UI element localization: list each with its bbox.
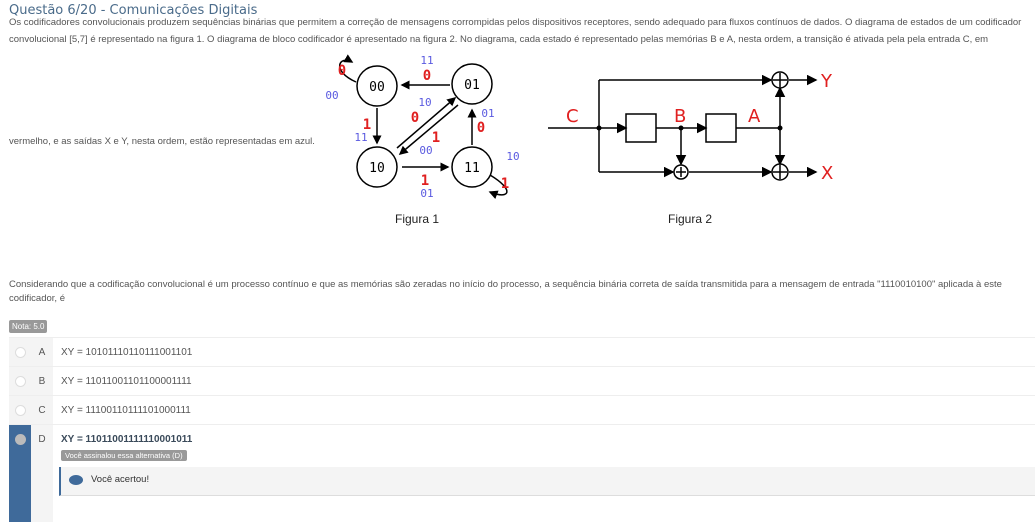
radio-d[interactable] bbox=[9, 425, 31, 522]
label-x: X bbox=[821, 163, 833, 184]
radio-a[interactable] bbox=[9, 338, 31, 367]
label: 0 bbox=[411, 110, 419, 126]
label: 00 bbox=[325, 89, 338, 102]
label: 11 bbox=[354, 131, 367, 144]
label: 01 bbox=[420, 187, 433, 200]
label: 1 bbox=[432, 130, 440, 146]
feedback-text: Você acertou! bbox=[91, 474, 150, 485]
label: 10 bbox=[418, 96, 431, 109]
label: 10 bbox=[506, 150, 519, 163]
question-title: Questão 6/20 - Comunicações Digitais bbox=[9, 3, 258, 18]
speech-bubble-icon bbox=[69, 475, 83, 485]
grade-badge: Nota: 5.0 bbox=[9, 320, 48, 333]
state-00: 00 bbox=[369, 80, 385, 95]
radio-b[interactable] bbox=[9, 367, 31, 396]
label-c: C bbox=[566, 106, 579, 127]
intro-line-3: vermelho, e as saídas X e Y, nesta ordem… bbox=[9, 136, 315, 147]
figure-2-caption: Figura 2 bbox=[668, 212, 713, 226]
question-text-2: codificador, é bbox=[9, 293, 65, 304]
question-text: Considerando que a codificação convoluci… bbox=[9, 279, 1002, 290]
option-text: XY = 11011001101100001111 bbox=[61, 376, 192, 387]
option-text: XY = 11100110111101000111 bbox=[61, 405, 191, 416]
option-a[interactable]: A XY = 10101110110111001101 bbox=[9, 337, 1035, 367]
state-11: 11 bbox=[464, 161, 480, 176]
block-diagram: C B A Y X bbox=[548, 71, 833, 184]
option-letter: B bbox=[31, 367, 53, 396]
option-text: XY = 11011001111110001011 bbox=[61, 434, 193, 445]
label-b: B bbox=[674, 106, 686, 127]
label: 00 bbox=[419, 144, 432, 157]
label: 1 bbox=[501, 176, 509, 192]
option-d[interactable]: D XY = 11011001111110001011 Você assinal… bbox=[9, 424, 1035, 522]
label: 1 bbox=[421, 173, 429, 189]
option-c[interactable]: C XY = 11100110111101000111 bbox=[9, 395, 1035, 425]
label: 01 bbox=[481, 107, 494, 120]
option-letter: C bbox=[31, 396, 53, 425]
label: 0 bbox=[423, 68, 431, 84]
intro-line-2: convolucional [5,7] é representado na fi… bbox=[9, 34, 989, 45]
label: 0 bbox=[338, 63, 346, 79]
option-b[interactable]: B XY = 11011001101100001111 bbox=[9, 366, 1035, 396]
state-10: 10 bbox=[369, 161, 385, 176]
label-a: A bbox=[748, 106, 761, 127]
radio-c[interactable] bbox=[9, 396, 31, 425]
label: 0 bbox=[477, 120, 485, 136]
state-01: 01 bbox=[464, 78, 480, 93]
state-diagram: 00 01 10 11 0 0 0 1 1 0 1 1 00 11 10 00 … bbox=[325, 54, 519, 200]
selected-badge: Você assinalou essa alternativa (D) bbox=[61, 450, 187, 461]
feedback-box: Você acertou! bbox=[59, 467, 1035, 496]
label: 1 bbox=[363, 117, 371, 133]
label: 11 bbox=[420, 54, 433, 67]
label-y: Y bbox=[820, 71, 833, 92]
figure-1-caption: Figura 1 bbox=[395, 212, 440, 226]
intro-line-1: Os codificadores convolucionais produzem… bbox=[9, 17, 1022, 28]
option-letter: A bbox=[31, 338, 53, 367]
option-text: XY = 10101110110111001101 bbox=[61, 347, 193, 358]
option-letter: D bbox=[31, 425, 53, 522]
